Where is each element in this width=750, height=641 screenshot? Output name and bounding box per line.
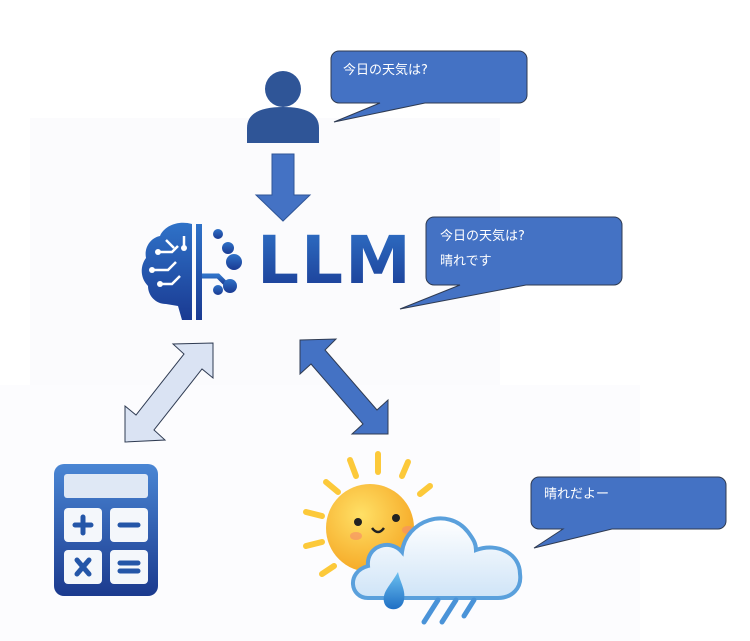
user-icon — [247, 71, 319, 143]
weather-icon — [303, 451, 523, 625]
user-speech-bubble — [330, 50, 528, 123]
arrow-llm-calculator — [124, 342, 214, 443]
background-panel-top — [30, 118, 500, 388]
llm-bubble-line-2: 晴れです — [440, 254, 492, 269]
weather-speech-bubble — [530, 476, 727, 549]
brain-circuit-icon — [141, 222, 242, 320]
weather-bubble-text: 晴れだよー — [544, 487, 610, 502]
arrow-user-to-llm — [254, 153, 312, 222]
arrow-llm-weather — [299, 338, 389, 435]
llm-bubble-line-1: 今日の天気は? — [440, 229, 525, 244]
llm-title: LLM — [257, 222, 413, 299]
llm-speech-bubble — [399, 216, 623, 310]
user-bubble-text: 今日の天気は? — [343, 63, 428, 78]
calculator-icon — [54, 464, 158, 596]
